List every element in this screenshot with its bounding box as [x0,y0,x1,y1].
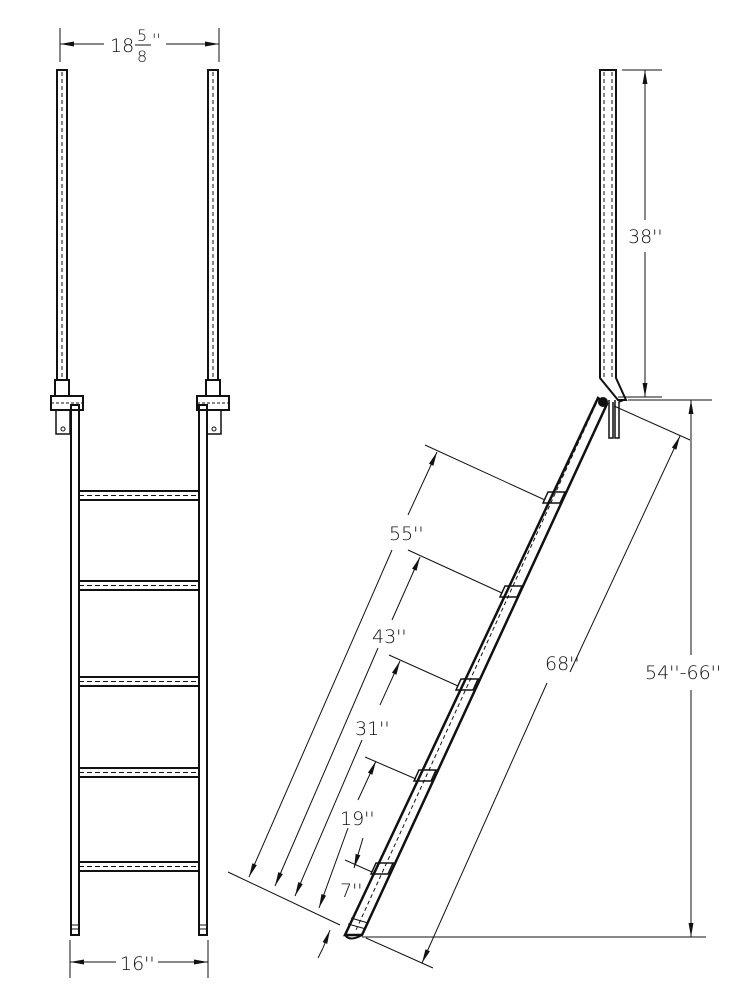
rung-1-label: 7'' [340,880,363,902]
handrail-height-dimension [618,69,662,398]
rung [78,490,200,501]
top-width-numerator: 5 [137,26,147,45]
side-view-labels: 38'' 54''-66'' 68'' 55'' 43'' 31'' 19'' … [340,226,721,902]
front-rungs [78,490,200,872]
left-hinge-bracket [50,379,84,435]
rung [78,580,200,591]
top-width-unit: '' [152,30,161,49]
side-ladder-stile [343,396,609,940]
rung-5-dimension [248,444,546,878]
rung [78,676,200,687]
rung-1-dimension [344,837,373,873]
rung-2-dimension [318,756,417,909]
rung [78,861,200,872]
handrail-height-label: 38'' [628,226,663,248]
top-width-denominator: 8 [137,47,147,66]
rung-3-dimension [294,654,459,897]
rung [369,862,395,875]
left-handrail [56,69,68,381]
rung [412,769,438,782]
rung-3-label: 31'' [355,718,390,740]
rung-4-label: 43'' [372,626,407,648]
rung [78,767,200,778]
right-hinge-bracket [196,379,230,435]
bottom-width-label: 16'' [120,953,155,975]
rung-2-label: 19'' [340,808,375,830]
rung-5-label: 55'' [389,523,424,545]
vertical-reach-label: 54''-66'' [645,662,721,684]
top-width-whole: 18 [110,35,134,57]
side-view [227,69,712,969]
front-view-labels: 18 5 8 '' 16'' [110,26,161,975]
bottom-width-dimension [69,940,209,978]
side-handrail [598,69,628,439]
base-reference-line [227,871,341,926]
right-handrail [207,69,219,381]
ladder-length-dimension [365,405,691,969]
top-width-dimension [59,28,220,62]
rung-4-dimension [274,549,503,887]
left-stile [70,404,80,936]
ladder-length-label: 68'' [545,653,580,675]
right-stile [198,404,208,936]
vertical-reach-dimension [362,399,712,938]
front-view [50,28,230,978]
